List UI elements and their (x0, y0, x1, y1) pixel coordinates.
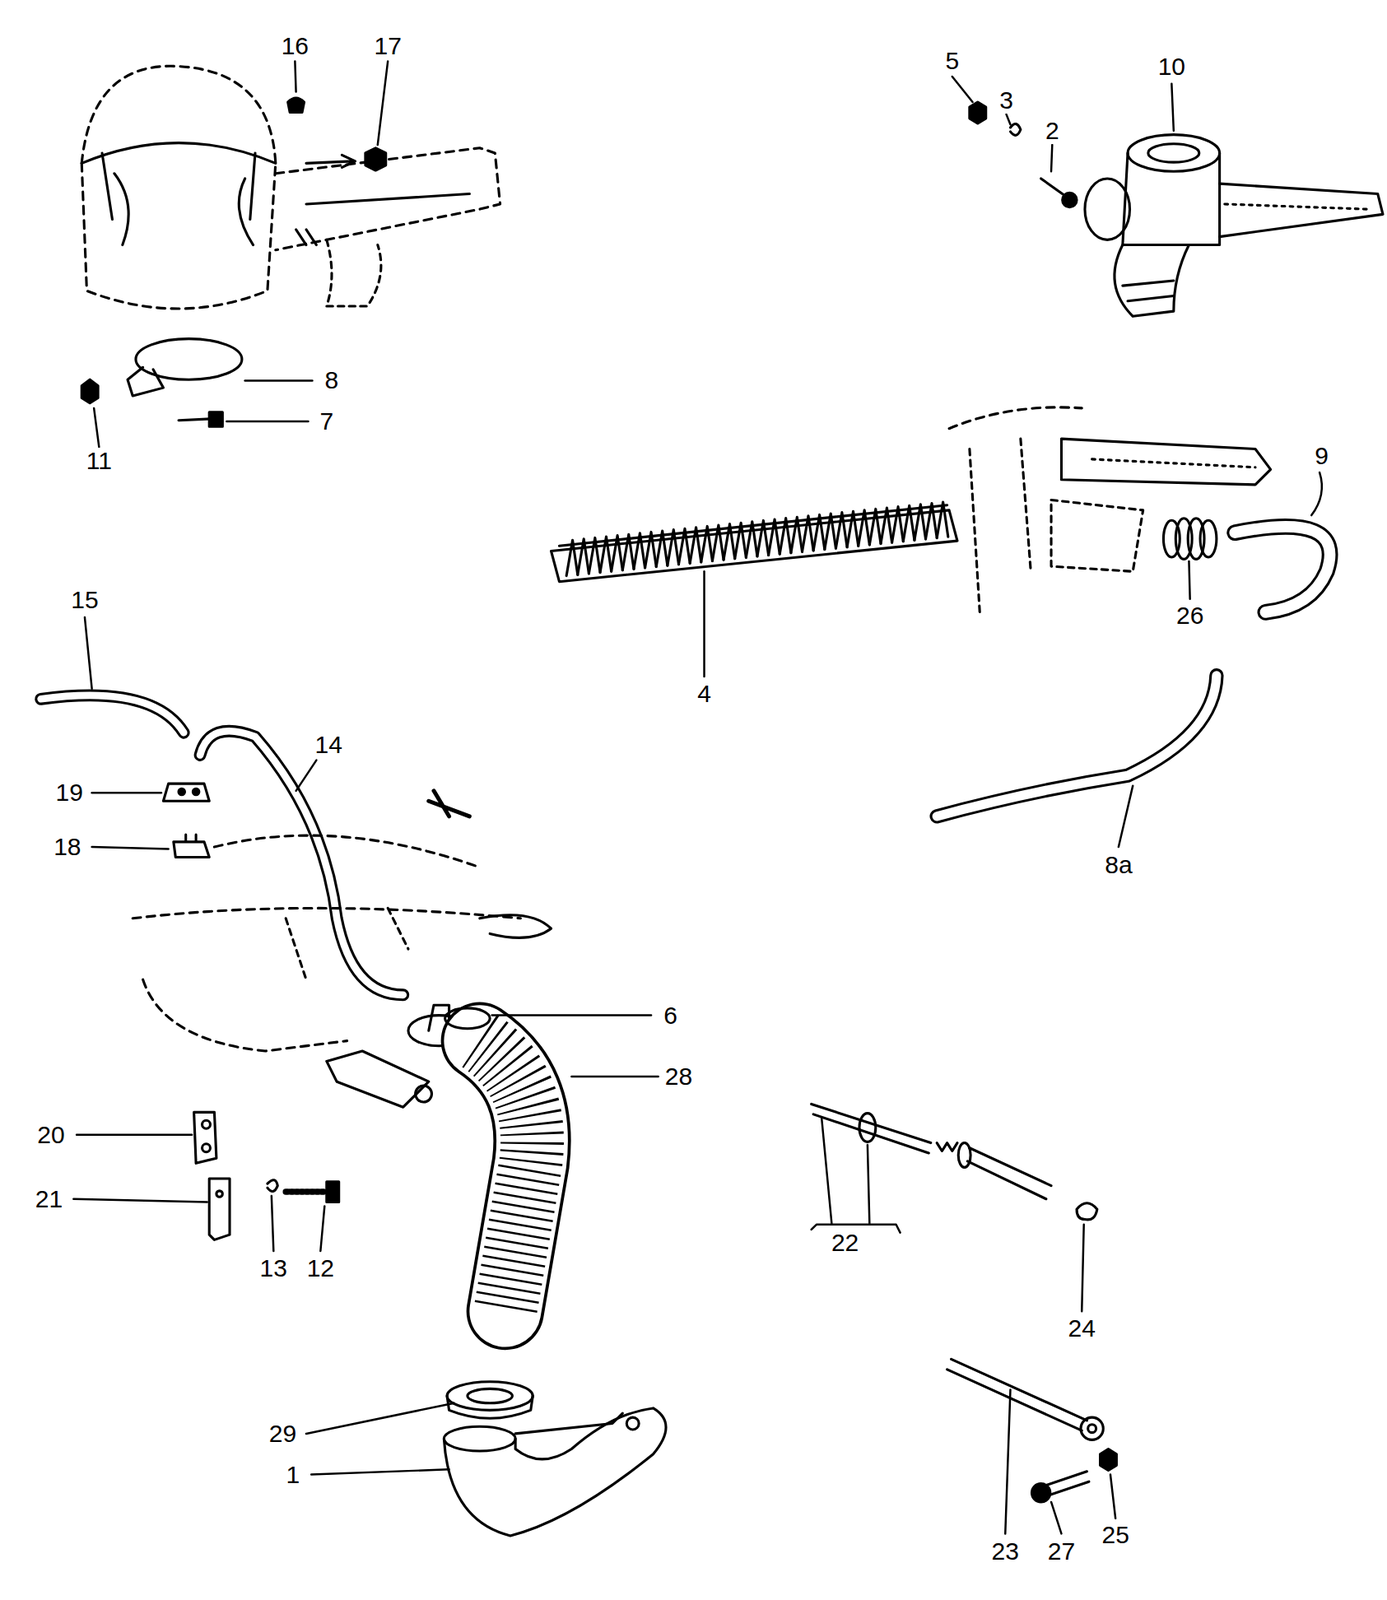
callout-number: 28 (663, 1063, 694, 1090)
callout-number: 24 (1066, 1315, 1098, 1342)
pleat (791, 516, 803, 553)
callout-number: 29 (267, 1420, 298, 1448)
callout-number: 8a (1103, 851, 1134, 879)
pleat (902, 505, 915, 541)
intake-pipe (443, 1382, 666, 1536)
pleat (667, 530, 680, 566)
leader-lines (73, 60, 1322, 1534)
pleat (600, 536, 612, 573)
callout-number: 26 (1174, 602, 1206, 629)
pleat (768, 519, 781, 555)
hose (200, 730, 404, 996)
pleat (712, 525, 724, 561)
callout-number: 27 (1046, 1538, 1077, 1565)
pleat (656, 530, 668, 567)
air-filter-element (551, 505, 958, 582)
pleat (745, 521, 758, 558)
pleat (588, 537, 601, 573)
hose (41, 695, 185, 733)
callout-number: 5 (943, 47, 961, 75)
callout-number: 15 (69, 586, 100, 614)
callout-number: 8 (323, 367, 341, 394)
callout-number: 22 (829, 1229, 861, 1257)
pleat (689, 527, 702, 564)
pleat (880, 507, 893, 544)
callout-number: 25 (1100, 1521, 1132, 1549)
corrugated-hose-fill (479, 1041, 533, 1313)
pleat (914, 504, 927, 540)
clamp (81, 339, 243, 428)
hose-fill (936, 675, 1217, 817)
pleat (835, 512, 848, 549)
callout-number: 14 (313, 731, 345, 759)
pleat (936, 502, 949, 538)
callout-number: 23 (990, 1538, 1021, 1565)
pleat (847, 511, 859, 547)
pleat (802, 516, 815, 552)
pleat (701, 525, 713, 562)
corrugation (479, 1041, 533, 1313)
hose (1234, 526, 1330, 613)
air-cleaner (81, 65, 500, 309)
pleat (566, 539, 578, 576)
pleat (858, 510, 871, 546)
pleat (577, 539, 590, 575)
pleat (869, 508, 881, 545)
hose-fill (200, 730, 404, 996)
callout-number: 6 (661, 1002, 680, 1029)
pleat (622, 534, 634, 570)
callout-number: 1 (284, 1461, 303, 1489)
engine-section (949, 407, 1271, 613)
callout-number: 4 (695, 680, 713, 708)
callout-number: 20 (35, 1121, 66, 1149)
callout-number: 16 (279, 32, 311, 60)
callout-number: 12 (305, 1255, 336, 1282)
corrugated-hose (479, 1041, 533, 1313)
pleat (892, 507, 904, 543)
callout-number: 9 (1312, 442, 1331, 470)
callout-number: 19 (54, 779, 85, 806)
pleat (679, 528, 691, 564)
callout-number: 17 (372, 32, 403, 60)
pleat (723, 524, 736, 560)
pleat (611, 535, 624, 572)
pleat (779, 518, 792, 554)
hose (936, 675, 1217, 817)
callout-number: 10 (1156, 53, 1187, 80)
pleat (824, 513, 837, 550)
pleat (735, 522, 747, 559)
hose-fill (41, 695, 185, 733)
callout-number: 2 (1043, 117, 1062, 145)
hose-clamp (445, 1008, 491, 1029)
callout-number: 3 (997, 87, 1015, 114)
callout-number: 7 (317, 408, 336, 435)
callout-number: 11 (84, 447, 114, 475)
callout-number: 21 (33, 1186, 65, 1213)
bracket-hardware (194, 1112, 340, 1240)
callout-number: 18 (51, 833, 83, 861)
filter-pleats (566, 502, 949, 577)
pleat (757, 520, 769, 556)
valve-housing (969, 102, 1383, 317)
pleat (813, 514, 825, 550)
pleat (926, 502, 938, 539)
pleat (645, 531, 657, 568)
linkage-rods (811, 1103, 1118, 1503)
hose-fill (1234, 526, 1330, 613)
callout-number: 13 (258, 1255, 289, 1282)
pleat (633, 533, 646, 569)
